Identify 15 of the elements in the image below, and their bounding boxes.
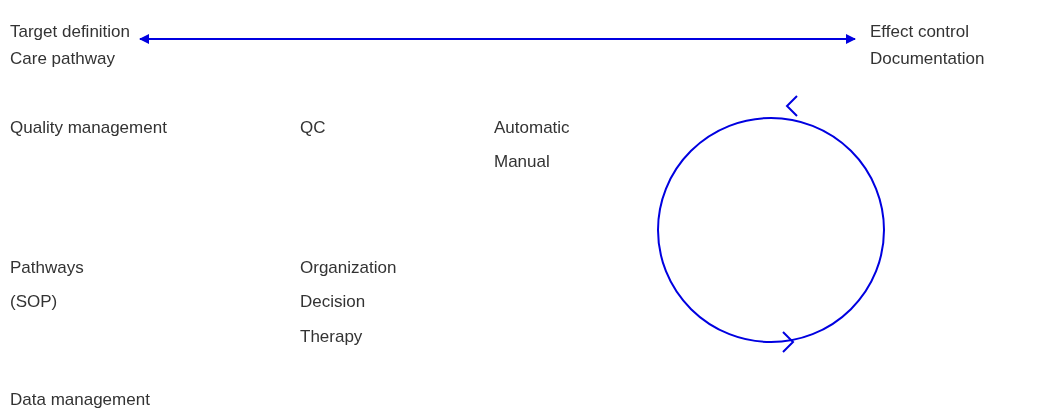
label-text: Manual — [494, 152, 550, 172]
label-text: Automatic — [494, 118, 570, 138]
label-text: Therapy — [300, 327, 363, 347]
node-text: Care pathway — [10, 48, 116, 70]
node-text: Target definition — [10, 21, 131, 43]
node-text: Effect control — [870, 21, 970, 43]
label-text: (SOP) — [10, 292, 58, 312]
label-text: QC — [300, 118, 326, 138]
node-text: Documentation — [870, 48, 985, 70]
label-text: Data management — [10, 390, 150, 410]
label-text: Decision — [300, 292, 366, 312]
label-text: Organization — [300, 258, 397, 278]
double-arrow — [139, 34, 856, 44]
label-text: Pathways — [10, 258, 84, 278]
label-text: Quality management — [10, 118, 167, 138]
